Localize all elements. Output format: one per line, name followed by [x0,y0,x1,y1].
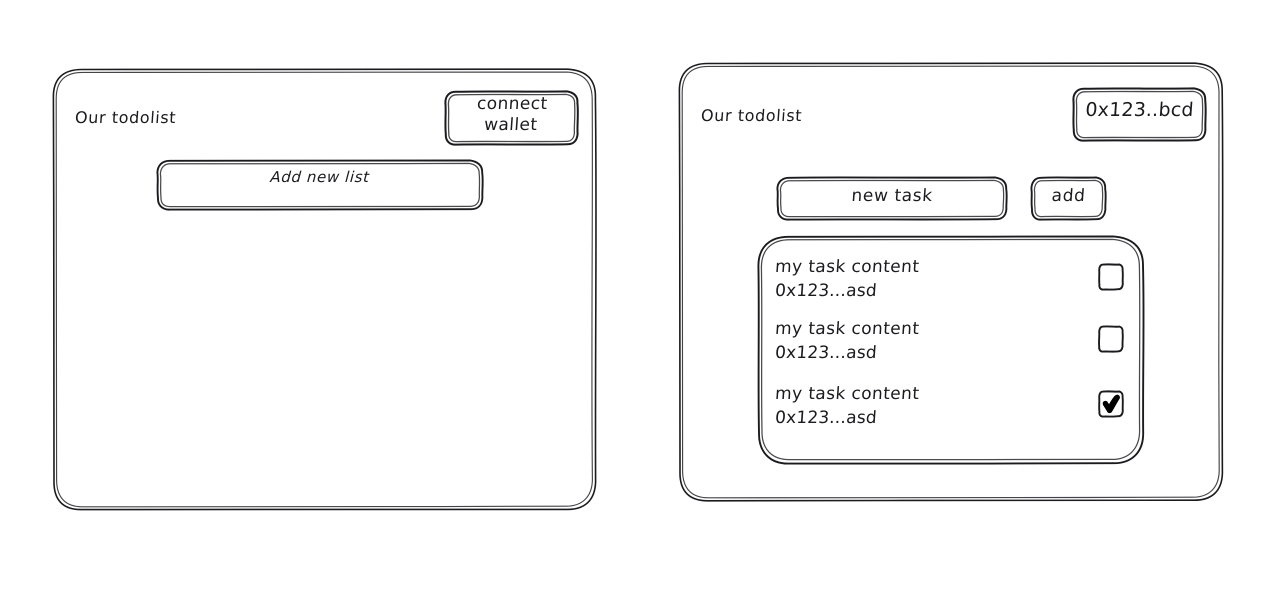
task-row[interactable]: my task content 0x123...asd [757,319,1145,379]
checkbox-checked-icon[interactable] [1098,390,1124,418]
wallet-address-label: 0x123..bcd [1084,99,1195,121]
connect-wallet-line-2: wallet [483,115,539,136]
page-title-right: Our todolist [700,106,803,125]
task-content: my task content [774,257,921,277]
new-task-input-placeholder: new task [850,186,934,206]
task-owner: 0x123...asd [774,408,878,428]
task-row[interactable]: my task content 0x123...asd [757,257,1145,317]
task-row[interactable]: my task content 0x123...asd [757,384,1145,444]
checkbox-empty-icon[interactable] [1098,325,1124,353]
add-new-list-label: Add new list [269,168,371,186]
task-content: my task content [774,384,921,404]
task-list-container: my task content 0x123...asd my task cont… [757,235,1145,465]
task-owner: 0x123...asd [774,343,878,363]
connect-wallet-label: connect wallet [443,94,581,137]
add-task-button-label: add [1050,186,1087,206]
checkbox-empty-icon[interactable] [1098,263,1124,291]
connect-wallet-line-1: connect [476,94,549,114]
task-owner: 0x123...asd [774,281,878,301]
task-content: my task content [774,319,921,339]
page-title-left: Our todolist [74,108,177,127]
